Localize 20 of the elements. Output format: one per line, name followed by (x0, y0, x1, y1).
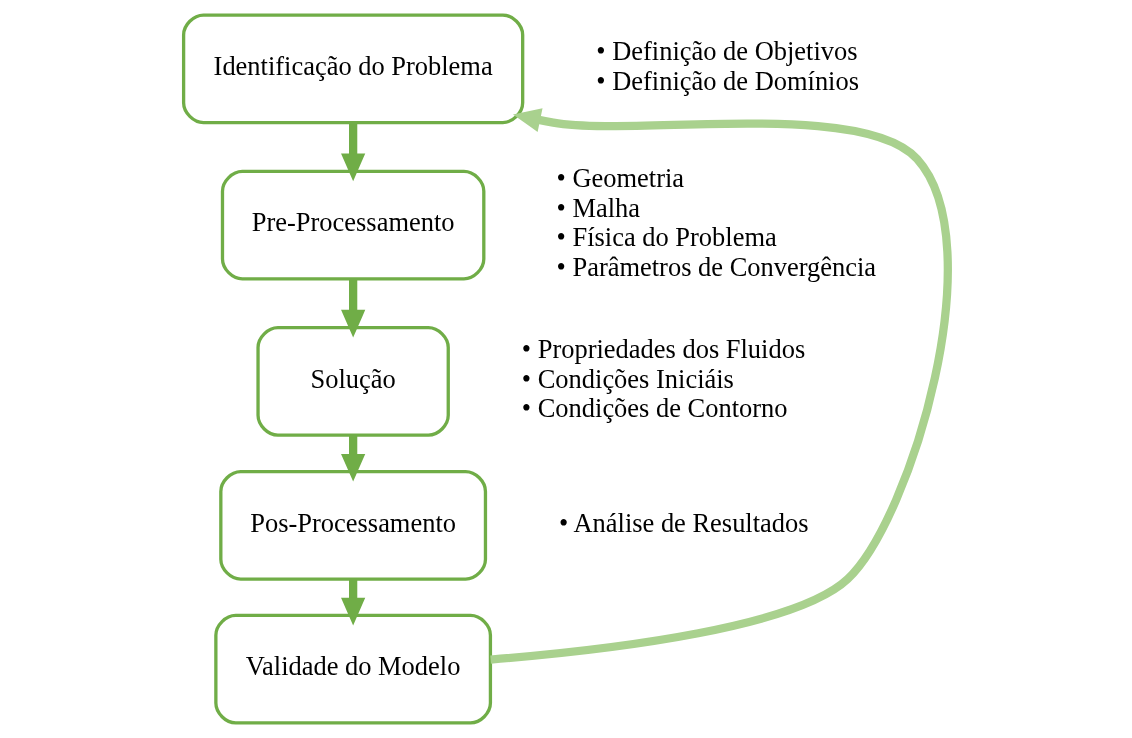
node-label: • Geometria (556, 162, 685, 193)
arrow (341, 435, 366, 482)
node-label: • Parâmetros de Convergência (556, 252, 877, 283)
arrow (341, 122, 366, 182)
node-label: • Definição de Domínios (596, 65, 859, 96)
node-box: Identificação do Problema (181, 13, 525, 125)
arrow (341, 579, 366, 626)
arrow (341, 279, 366, 338)
node-label: • Condições de Contorno (521, 393, 788, 424)
node-label: • Definição de Objetivos (596, 36, 858, 67)
arrow (490, 108, 952, 664)
node-label: • Malha (556, 192, 641, 223)
node-box: Pre-Processamento (220, 169, 486, 281)
node-box: Solução (256, 326, 450, 437)
node-box: Validade do Modelo (214, 613, 493, 725)
node-label: • Física do Problema (556, 222, 777, 253)
node-label: • Propriedades dos Fluidos (521, 333, 806, 364)
node-label: • Condições Iniciáis (521, 363, 734, 394)
node-label: • Análise de Resultados (559, 507, 809, 538)
node-box: Pos-Processamento (219, 469, 488, 581)
